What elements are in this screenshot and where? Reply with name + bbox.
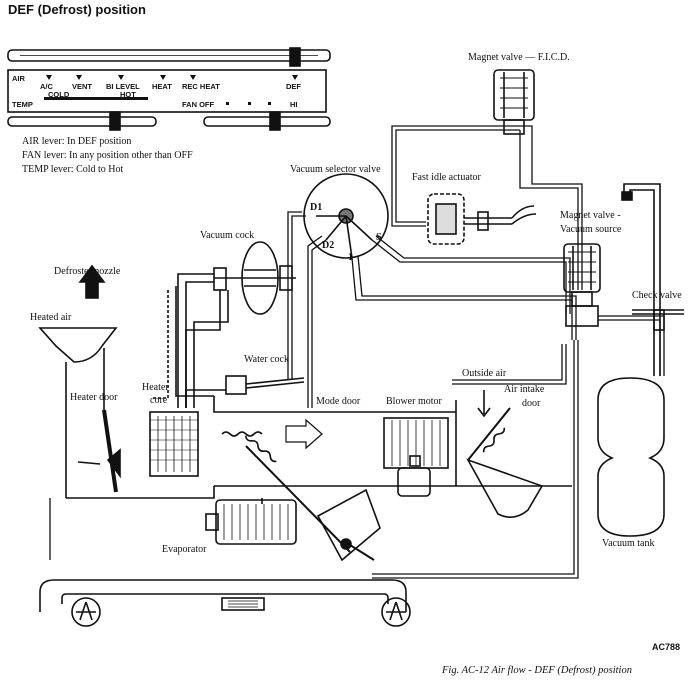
page-title: DEF (Defrost) position	[8, 2, 146, 17]
check-valve-label: Check valve	[632, 290, 682, 301]
vacuum-source-label: Vacuum source	[560, 224, 622, 235]
air-lever-track	[7, 49, 331, 62]
air-position-rec-heat: REC HEAT	[182, 82, 220, 91]
mode-door	[245, 445, 351, 553]
mode-door-spring	[221, 431, 263, 437]
temp-lever-knob	[109, 111, 121, 131]
defrost-air-arrow	[78, 264, 106, 299]
temp-lever-note: TEMP lever: Cold to Hot	[22, 164, 124, 175]
port-s-label: S	[376, 232, 382, 243]
intake-spring	[482, 427, 506, 453]
defroster-nozzle	[38, 327, 118, 363]
blower-motor	[397, 467, 431, 497]
vacuum-cock-label: Vacuum cock	[200, 230, 255, 241]
heater-label: Heater	[142, 382, 169, 393]
air-lever-note: AIR lever: In DEF position	[22, 136, 132, 147]
vacuum-pipe	[623, 183, 661, 376]
port-d1-label: D1	[310, 202, 323, 213]
outside-air-arrow	[477, 390, 491, 418]
magnet-valve-vac-label: Magnet valve -	[560, 210, 621, 221]
fan-lever-knob	[269, 111, 281, 131]
vacuum-tank-label: Vacuum tank	[602, 538, 655, 549]
evaporator	[215, 499, 297, 545]
defroster-nozzle-label: Defroster nozzle	[54, 266, 121, 277]
mode-door-label: Mode door	[316, 396, 361, 407]
magnet-valve-ficd-label: Magnet valve — F.I.C.D.	[468, 52, 570, 63]
temp-scale-bar	[44, 97, 148, 100]
airflow-arrow	[285, 418, 323, 450]
air-intake-label: Air intake	[504, 384, 545, 395]
fast-idle-actuator	[427, 193, 537, 245]
vacuum-hoses	[287, 125, 665, 579]
vacuum-cock	[213, 241, 296, 315]
water-cock-label: Water cock	[244, 354, 289, 365]
vacuum-selector-label: Vacuum selector valve	[290, 164, 381, 175]
heater-core	[149, 411, 199, 477]
evaporator-label: Evaporator	[162, 544, 207, 555]
door-label: door	[522, 398, 541, 409]
port-d2-label: D2	[322, 240, 335, 251]
fan-hi-label: HI	[290, 100, 298, 109]
fan-position-dots	[226, 102, 271, 105]
heater-door-label: Heater door	[70, 392, 118, 403]
floor-duct	[39, 579, 407, 612]
heater-duct-upper	[175, 286, 214, 397]
left-floor-vent	[71, 597, 101, 627]
air-position-bi-level: BI LEVEL	[106, 82, 140, 91]
control-panel	[7, 47, 331, 131]
right-floor-vent	[381, 597, 411, 627]
heater-door	[102, 409, 118, 493]
fast-idle-label: Fast idle actuator	[412, 172, 481, 183]
air-position-heat: HEAT	[152, 82, 172, 91]
outside-air-label: Outside air	[462, 368, 507, 379]
air-intake-door	[466, 458, 544, 518]
heated-air-label: Heated air	[30, 312, 72, 323]
air-position-vent: VENT	[72, 82, 93, 91]
core-label: core	[150, 395, 168, 406]
control-panel-frame	[7, 69, 327, 113]
cold-label: COLD	[48, 90, 70, 99]
port-1-label: 1	[348, 252, 353, 263]
water-cock	[225, 375, 247, 395]
center-floor-vent	[221, 597, 265, 611]
temp-lever-track	[7, 116, 157, 127]
air-position-ac: A/C	[40, 82, 53, 91]
air-position-def: DEF	[286, 82, 301, 91]
fan-lever-note: FAN lever: In any position other than OF…	[22, 150, 193, 161]
main-duct-top	[213, 396, 456, 413]
vacuum-tank	[597, 377, 665, 537]
magnet-valve-ficd	[493, 69, 535, 121]
air-position-markers	[46, 75, 298, 80]
fan-lever-track	[203, 116, 331, 127]
figure-caption: Fig. AC-12 Air flow - DEF (Defrost) posi…	[442, 665, 632, 676]
vacuum-actuator	[316, 488, 381, 562]
figure-code: AC788	[652, 642, 681, 652]
air-label: AIR	[12, 74, 25, 83]
fan-off-label: FAN OFF	[182, 100, 215, 109]
hot-label: HOT	[120, 90, 136, 99]
blower-motor-label: Blower motor	[386, 396, 442, 407]
temp-label: TEMP	[12, 100, 33, 109]
air-lever-knob	[289, 47, 301, 67]
heater-duct-bottom	[66, 486, 215, 499]
